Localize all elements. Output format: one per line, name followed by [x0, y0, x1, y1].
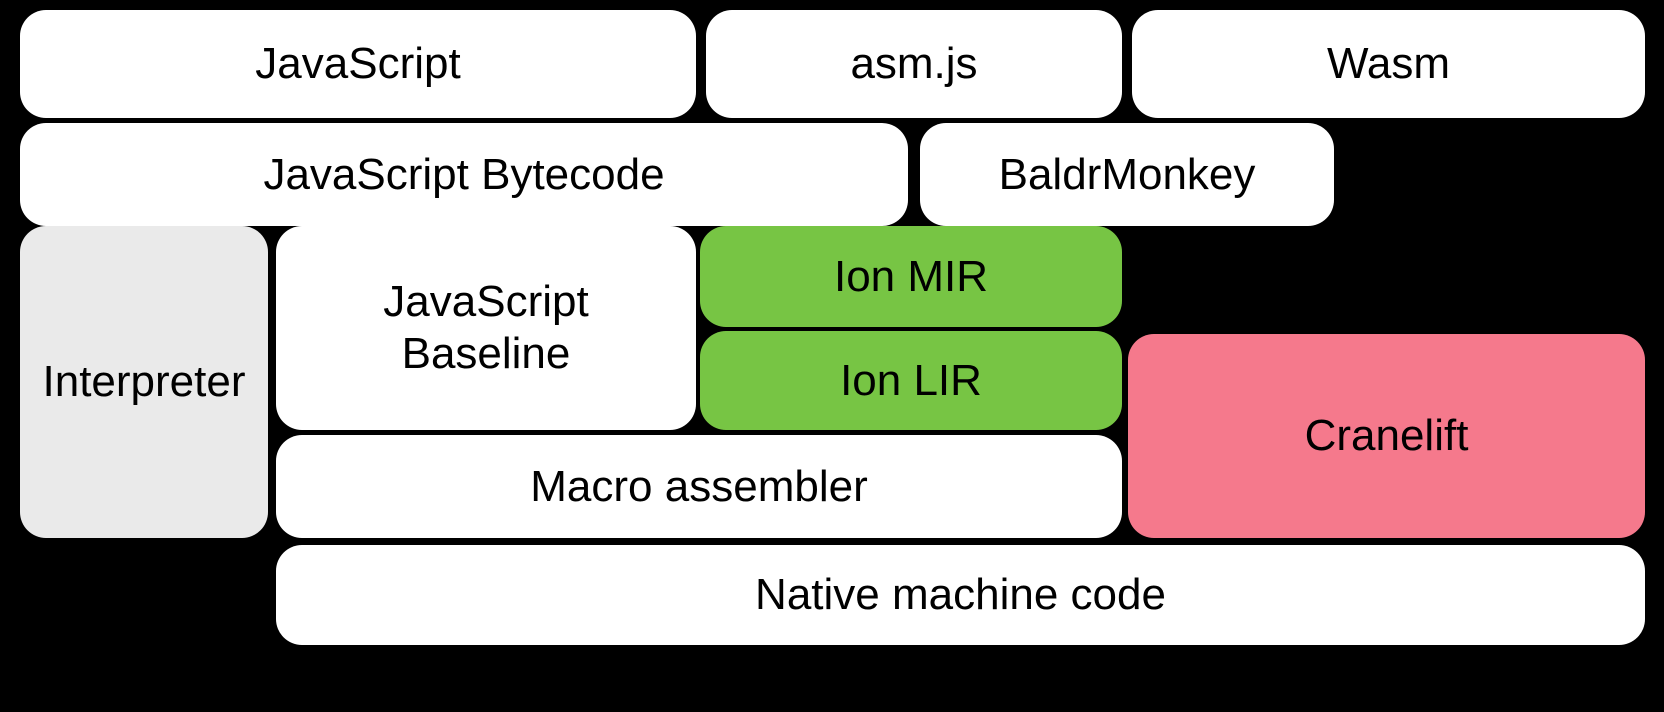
- node-asmjs: asm.js: [706, 10, 1122, 118]
- node-javascript: JavaScript: [20, 10, 696, 118]
- node-javascript-bytecode: JavaScript Bytecode: [20, 123, 908, 226]
- node-wasm: Wasm: [1132, 10, 1645, 118]
- node-baldrmonkey: BaldrMonkey: [920, 123, 1334, 226]
- node-macro-assembler: Macro assembler: [276, 435, 1122, 538]
- node-native-machine-code: Native machine code: [276, 545, 1645, 645]
- node-javascript-baseline: JavaScript Baseline: [276, 226, 696, 430]
- node-interpreter: Interpreter: [20, 226, 268, 538]
- node-cranelift: Cranelift: [1128, 334, 1645, 538]
- node-ion-mir: Ion MIR: [700, 226, 1122, 327]
- node-ion-lir: Ion LIR: [700, 331, 1122, 430]
